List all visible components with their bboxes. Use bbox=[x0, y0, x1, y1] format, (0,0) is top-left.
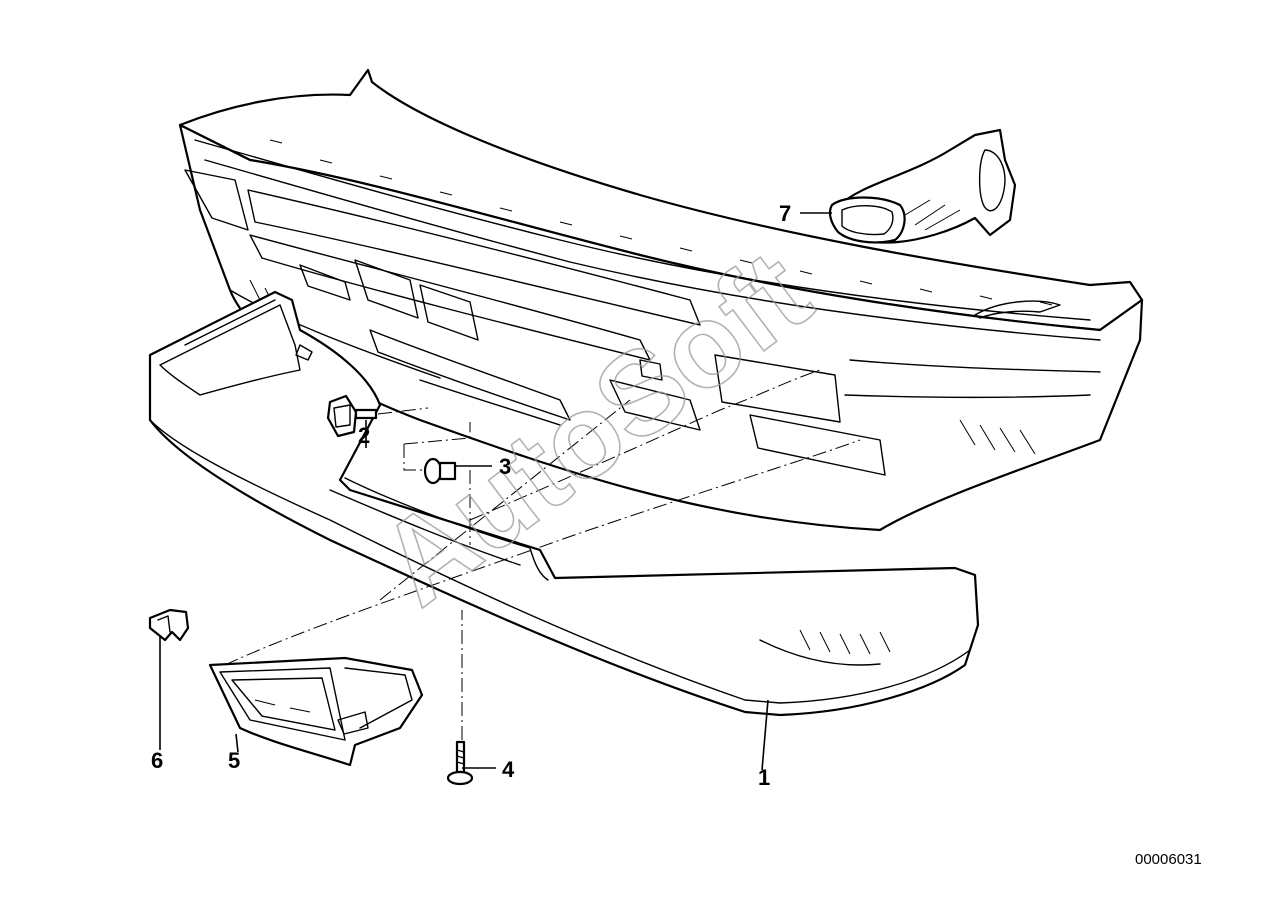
air-duct-upper bbox=[828, 128, 1017, 244]
bumper-cover bbox=[178, 68, 1144, 532]
clip-part-6 bbox=[148, 608, 190, 642]
leader-lines bbox=[159, 212, 832, 771]
front-spoiler bbox=[148, 290, 980, 717]
callout-3: 3 bbox=[499, 454, 511, 479]
assembly-lines bbox=[224, 369, 861, 666]
diagram-number: 00006031 bbox=[1135, 851, 1202, 868]
callout-6: 6 bbox=[151, 748, 163, 773]
callout-4: 4 bbox=[502, 757, 515, 782]
rivet-part-3 bbox=[403, 422, 471, 485]
clip-nut-part-2 bbox=[326, 394, 429, 438]
callout-2: 2 bbox=[358, 423, 370, 448]
callout-1: 1 bbox=[758, 765, 770, 790]
callout-7: 7 bbox=[779, 201, 791, 226]
air-duct-lower bbox=[208, 656, 424, 767]
callout-5: 5 bbox=[228, 748, 240, 773]
screw-part-4 bbox=[446, 610, 474, 786]
